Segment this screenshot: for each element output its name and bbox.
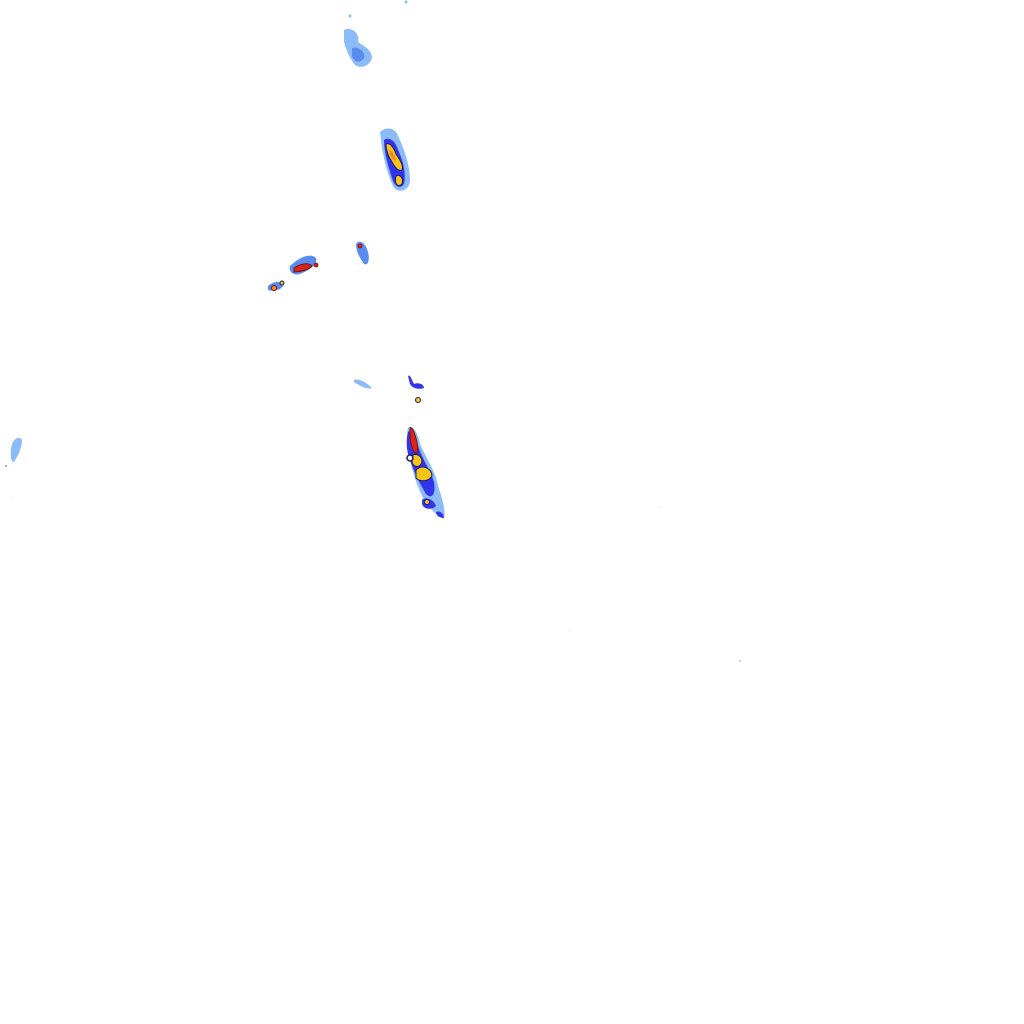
echo-heavy-area — [411, 453, 423, 467]
echo-heavy-speck — [424, 499, 430, 505]
echo-heavy-speck — [313, 262, 319, 268]
echo-cell-far-west-light-patch — [4, 437, 22, 468]
echo-light-area — [436, 511, 444, 518]
echo-heavy-lobe — [395, 175, 403, 187]
echo-cell-small-western-line — [268, 255, 319, 291]
echo-speck — [11, 497, 13, 499]
faint-echo-specks — [11, 497, 742, 663]
echo-speck — [738, 659, 742, 663]
echo-cell-northern-light-patch — [344, 0, 408, 67]
echo-light-area — [344, 28, 372, 67]
echo-heavy-area — [293, 263, 313, 273]
echo-heavy-speck — [271, 285, 277, 291]
echo-intense-core — [389, 150, 396, 161]
echo-heavy-speck — [279, 280, 285, 286]
echo-heavy-speck — [357, 243, 363, 249]
echo-heavy-speck — [406, 454, 414, 462]
echo-medium-area — [352, 47, 365, 62]
echo-speck — [659, 506, 661, 508]
echo-cell-main-southern-storm — [406, 426, 445, 518]
echo-speck — [4, 464, 8, 468]
echo-light-area — [354, 379, 372, 389]
echo-heavy-speck — [415, 397, 421, 403]
echo-moderate-area — [408, 375, 424, 389]
echo-heavy-area — [415, 466, 433, 482]
echo-speck — [348, 14, 352, 18]
echo-light-area — [10, 437, 22, 462]
echo-speck — [404, 0, 408, 4]
echo-cell-small-central — [356, 241, 369, 265]
echo-cell-scattered-central — [354, 375, 424, 403]
echo-cell-main-northern-storm — [380, 128, 410, 191]
echo-intense-core — [409, 427, 418, 455]
echo-speck — [569, 629, 571, 631]
